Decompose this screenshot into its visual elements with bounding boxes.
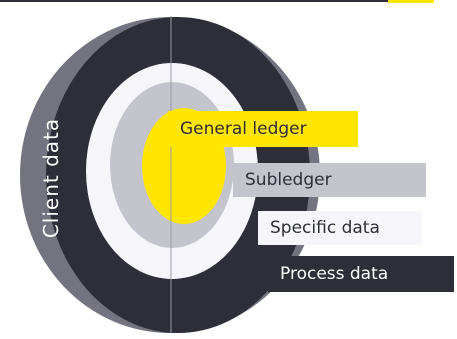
specific-data-label: Specific data [258, 211, 422, 245]
general-ledger-label: General ledger [168, 111, 358, 147]
subledger-label: Subledger [233, 163, 426, 197]
process-data-label: Process data [268, 256, 454, 292]
client-data-label: Client data [39, 117, 63, 239]
top-accent [388, 0, 434, 3]
